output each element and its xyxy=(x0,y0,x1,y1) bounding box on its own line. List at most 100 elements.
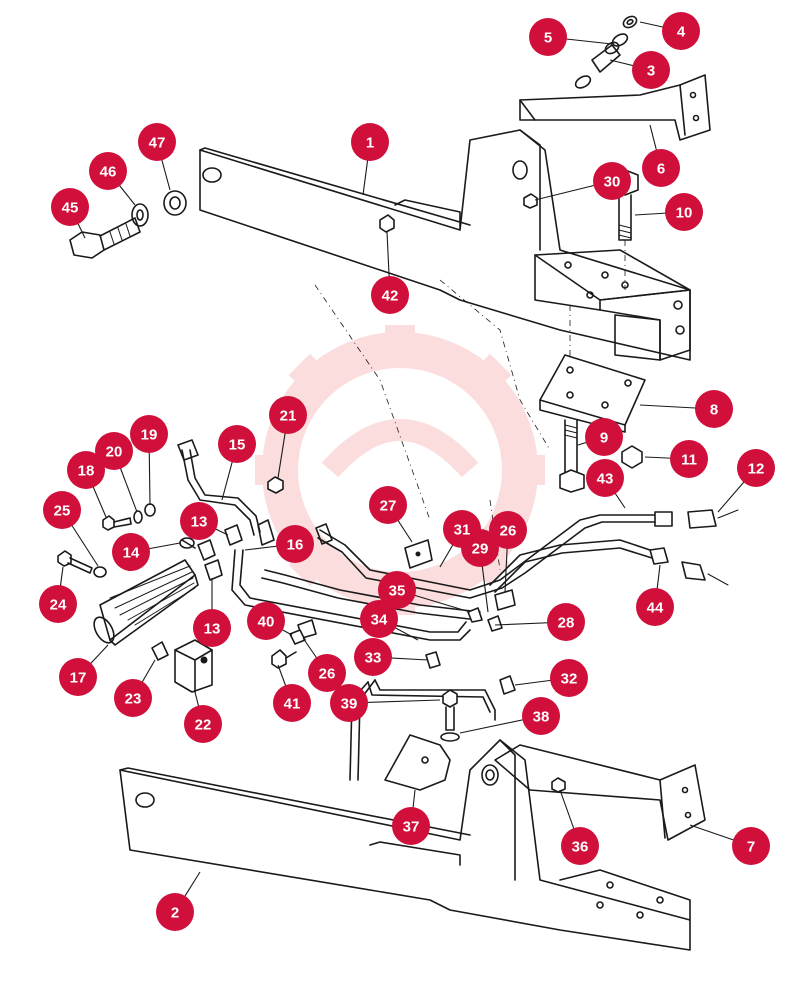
callout-badge xyxy=(39,585,77,623)
callout-badge xyxy=(529,18,567,56)
callout-badge xyxy=(43,491,81,529)
callout-badge xyxy=(247,602,285,640)
callout-badge xyxy=(138,123,176,161)
callout-number: 20 xyxy=(106,444,123,461)
plug-23 xyxy=(151,641,169,661)
callout-badge xyxy=(547,603,585,641)
fasteners-33-35 xyxy=(425,607,503,669)
callout-badge xyxy=(378,571,416,609)
callout-number: 42 xyxy=(382,288,399,305)
callout-number: 2 xyxy=(171,905,179,922)
callout-number: 3 xyxy=(647,63,655,80)
callout-badge xyxy=(112,533,150,571)
screw-washer-set-18-20 xyxy=(102,503,156,531)
callout-badge xyxy=(156,893,194,931)
callout-badge xyxy=(636,588,674,626)
callout-badge xyxy=(330,684,368,722)
callout-number: 29 xyxy=(472,541,489,558)
callout-badge xyxy=(351,123,389,161)
callout-badge xyxy=(269,396,307,434)
callout-badge xyxy=(522,697,560,735)
lower-frame-beam xyxy=(119,739,691,951)
callout-badge xyxy=(218,425,256,463)
bolt-washer-38 xyxy=(440,689,460,742)
callout-number: 24 xyxy=(50,597,67,614)
callout-badge xyxy=(184,705,222,743)
clip-14 xyxy=(179,537,196,549)
callout-number: 8 xyxy=(710,402,718,419)
callout-number: 44 xyxy=(647,600,664,617)
callout-number: 5 xyxy=(544,30,552,47)
callout-badge xyxy=(369,486,407,524)
callout-number: 13 xyxy=(204,621,221,638)
callout-number: 43 xyxy=(597,471,614,488)
callout-badge xyxy=(89,152,127,190)
bush-washer-set xyxy=(574,15,638,89)
callout-number: 47 xyxy=(149,135,166,152)
callout-number: 27 xyxy=(380,498,397,515)
callouts-layer: 1234567891011121313141516171819202122232… xyxy=(39,12,775,931)
callout-badge xyxy=(670,440,708,478)
callout-badge xyxy=(489,511,527,549)
long-bolt-lower xyxy=(559,419,585,493)
callout-number: 34 xyxy=(371,612,388,629)
clamp-plate-27 xyxy=(404,539,433,569)
pressure-pipes xyxy=(261,514,661,621)
callout-badge xyxy=(180,502,218,540)
callout-badge xyxy=(550,659,588,697)
callout-badge xyxy=(95,432,133,470)
callout-badge xyxy=(392,807,430,845)
callout-badge xyxy=(130,415,168,453)
bracket-37 xyxy=(384,734,451,791)
callout-number: 7 xyxy=(747,839,755,856)
screw-washer-set-24-25 xyxy=(57,550,107,578)
callout-badge xyxy=(273,684,311,722)
small-nut-42 xyxy=(379,214,395,233)
callout-badge xyxy=(360,600,398,638)
callout-number: 21 xyxy=(280,408,297,425)
callout-badge xyxy=(665,193,703,231)
callout-number: 14 xyxy=(123,545,140,562)
callout-number: 37 xyxy=(403,819,420,836)
callout-number: 16 xyxy=(287,537,304,554)
callout-badge xyxy=(59,658,97,696)
upper-arm xyxy=(519,74,711,141)
callout-number: 41 xyxy=(284,696,301,713)
callout-number: 9 xyxy=(600,430,608,447)
callout-badge xyxy=(443,510,481,548)
callout-badge xyxy=(593,162,631,200)
callout-number: 1 xyxy=(366,135,374,152)
callout-number: 36 xyxy=(572,839,589,856)
callout-number: 26 xyxy=(500,523,517,540)
callout-badge xyxy=(632,51,670,89)
small-nut-30 xyxy=(523,193,538,209)
callout-number: 32 xyxy=(561,671,578,688)
callout-number: 33 xyxy=(365,650,382,667)
callout-number: 46 xyxy=(100,164,117,181)
valve-block xyxy=(174,639,213,693)
callout-number: 35 xyxy=(389,583,406,600)
callout-number: 12 xyxy=(748,461,765,478)
callout-number: 11 xyxy=(681,452,697,469)
callout-badge xyxy=(371,276,409,314)
callout-number: 4 xyxy=(677,24,686,41)
callout-badge xyxy=(737,449,775,487)
pivot-bolt-set xyxy=(69,190,187,259)
callout-number: 18 xyxy=(78,463,95,480)
callout-badge xyxy=(662,12,700,50)
callout-number: 23 xyxy=(125,691,142,708)
valve-body xyxy=(93,559,199,646)
callout-badge xyxy=(585,418,623,456)
callout-number: 6 xyxy=(657,161,665,178)
callout-badge xyxy=(67,451,105,489)
callout-number: 22 xyxy=(195,717,212,734)
callout-number: 31 xyxy=(454,522,471,539)
callout-badge xyxy=(732,827,770,865)
callout-badge xyxy=(276,525,314,563)
pipe-16 xyxy=(231,519,471,641)
callout-number: 28 xyxy=(558,615,575,632)
fittings-13 xyxy=(197,524,243,581)
lower-arm xyxy=(494,744,706,841)
callout-badge xyxy=(561,827,599,865)
